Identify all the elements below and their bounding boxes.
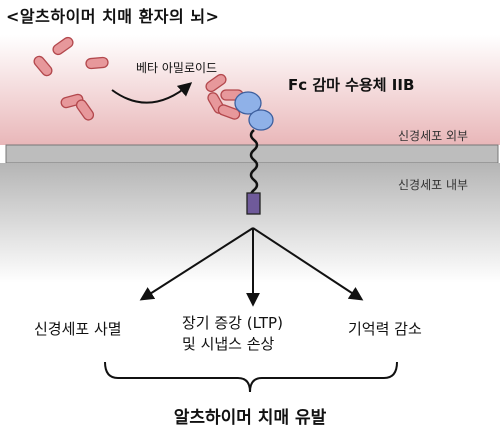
- intracellular-region: [0, 163, 500, 283]
- arrow-to-neuron-death: [139, 227, 254, 301]
- receptor-intracellular-domain: [246, 192, 261, 215]
- outcome-neuron-death: 신경세포 사멸: [34, 320, 122, 338]
- diagram-title: <알츠하이머 치매 환자의 뇌>: [6, 7, 220, 26]
- outcome-ltp-line2: 및 시냅스 손상: [182, 335, 275, 353]
- outcome-ltp-synapse-damage: 장기 증강 (LTP) 및 시냅스 손상: [182, 313, 283, 355]
- amyloid-rods-bound: [205, 73, 244, 120]
- outcome-brace: [104, 361, 398, 393]
- outcome-memory-loss: 기억력 감소: [348, 320, 422, 338]
- receptor-domain-lower: [248, 109, 274, 131]
- outcome-ltp-line1: 장기 증강 (LTP): [182, 314, 283, 332]
- amyloid-rods-left: [33, 36, 109, 121]
- receptor-domain-upper: [234, 91, 262, 115]
- result-label: 알츠하이머 치매 유발: [173, 408, 327, 428]
- neuron-outside-label: 신경세포 외부: [398, 129, 469, 143]
- extracellular-region: [0, 35, 500, 145]
- arrow-to-memory-loss: [252, 227, 364, 301]
- neuron-inside-label: 신경세포 내부: [398, 178, 469, 192]
- receptor-label: Fc 감마 수용체 IIB: [288, 76, 415, 94]
- binding-arrow: [111, 82, 193, 104]
- amyloid-beta-label: 베타 아밀로이드: [136, 61, 218, 75]
